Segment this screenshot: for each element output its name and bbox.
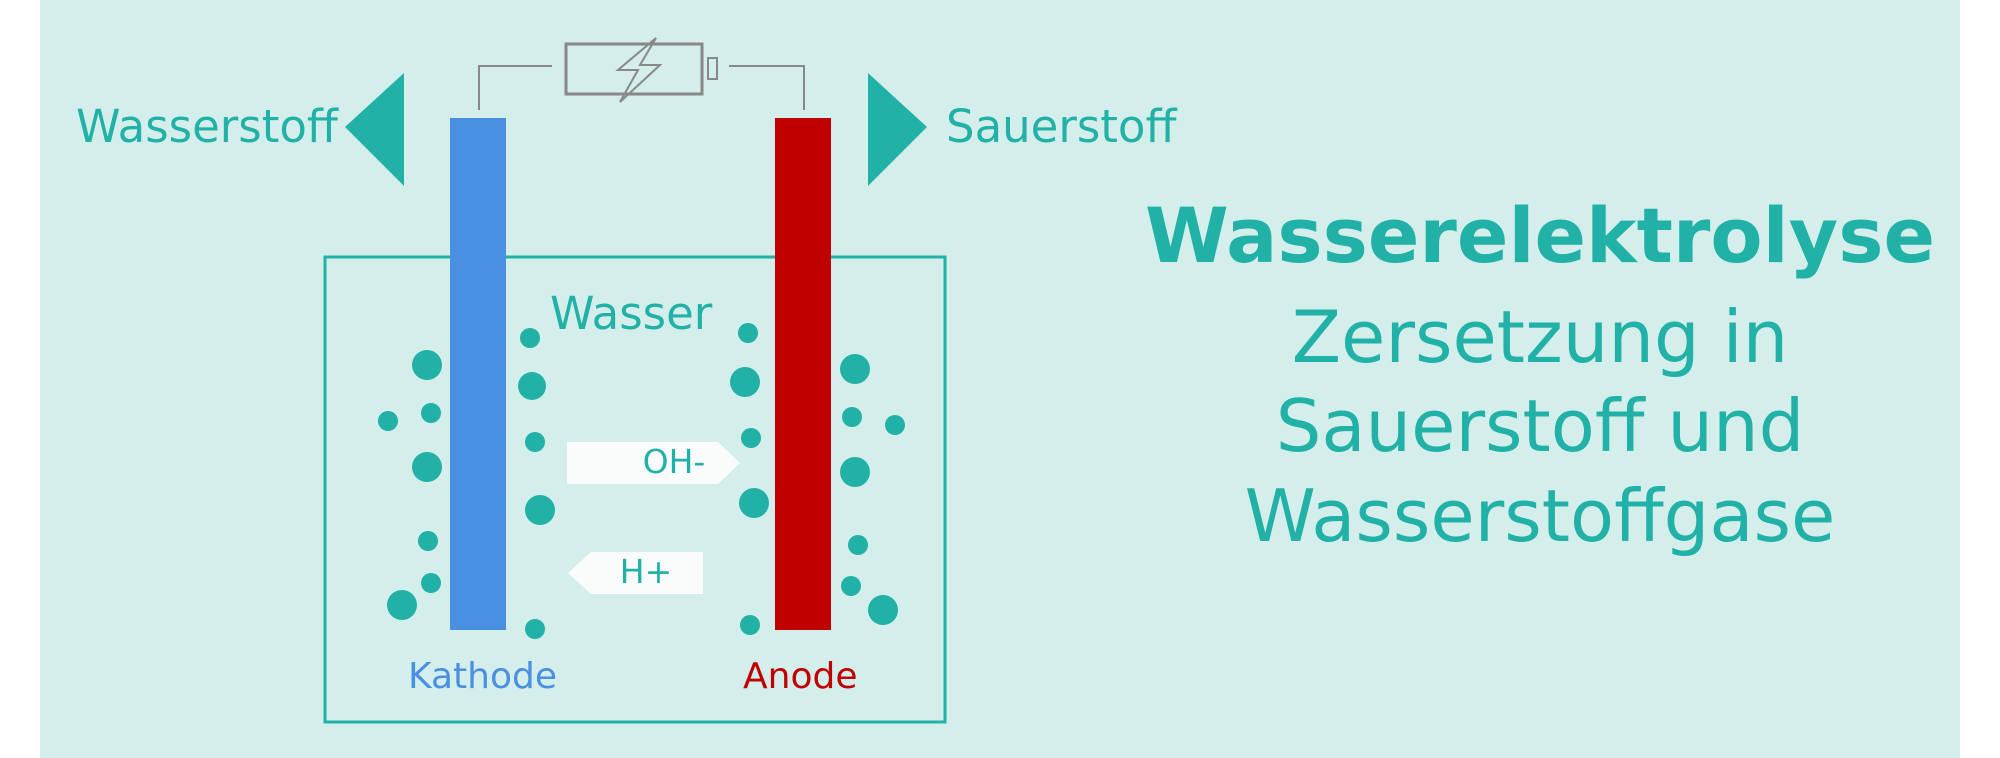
bubble (738, 323, 758, 343)
bubble (885, 415, 905, 435)
bubble (520, 328, 540, 348)
bubble (525, 432, 545, 452)
water-tank (323, 255, 947, 724)
oxygen-arrow (868, 73, 927, 186)
bubble (841, 576, 861, 596)
proton-label: H+ (619, 552, 673, 591)
bubble (525, 495, 555, 525)
bubble (421, 403, 441, 423)
cathode-outer-bubbles (378, 350, 442, 620)
anode-inner-bubbles (730, 323, 769, 635)
bubble (518, 372, 546, 400)
oxygen-label: Sauerstoff (946, 100, 1177, 153)
hydrogen-label: Wasserstoff (76, 100, 338, 153)
bubble (421, 573, 441, 593)
page-subtitle: Zersetzung in Sauerstoff und Wasserstoff… (1140, 293, 1940, 561)
bubble (378, 411, 398, 431)
cathode-electrode (450, 118, 506, 630)
hydroxide-label: OH- (642, 442, 706, 481)
bubble (740, 615, 760, 635)
bubble (840, 457, 870, 487)
bubble (741, 428, 761, 448)
bubble (412, 452, 442, 482)
wire-anode (729, 65, 805, 110)
wire-cathode (478, 65, 552, 110)
bubble (868, 595, 898, 625)
hydroxide-arrow (567, 442, 740, 484)
lightning-icon (615, 37, 663, 103)
anode-outer-bubbles (840, 354, 905, 625)
electrolysis-infographic: Wasserstoff Sauerstoff Wasser Kathode An… (40, 0, 1960, 758)
electrolysis-diagram (323, 37, 947, 724)
bubble (412, 350, 442, 380)
heading-block: Wasserelektrolyse Zersetzung in Sauersto… (1140, 190, 1940, 561)
bubble (842, 407, 862, 427)
battery-icon (564, 37, 718, 103)
water-label: Wasser (550, 287, 713, 340)
subtitle-line: Zersetzung in (1291, 295, 1789, 380)
bubble (387, 590, 417, 620)
bubble (739, 488, 769, 518)
bubble (418, 531, 438, 551)
subtitle-line: Sauerstoff und (1275, 384, 1805, 469)
page-title: Wasserelektrolyse (1145, 191, 1935, 280)
anode-electrode (775, 118, 831, 630)
subtitle-line: Wasserstoffgase (1244, 473, 1836, 558)
hydrogen-arrow (345, 73, 404, 186)
bubble (525, 619, 545, 639)
anode-label: Anode (743, 656, 858, 697)
cathode-label: Kathode (408, 656, 557, 697)
bubble (730, 367, 760, 397)
proton-arrow (568, 552, 703, 594)
bubble (848, 535, 868, 555)
bubble (840, 354, 870, 384)
cathode-inner-bubbles (518, 328, 555, 639)
